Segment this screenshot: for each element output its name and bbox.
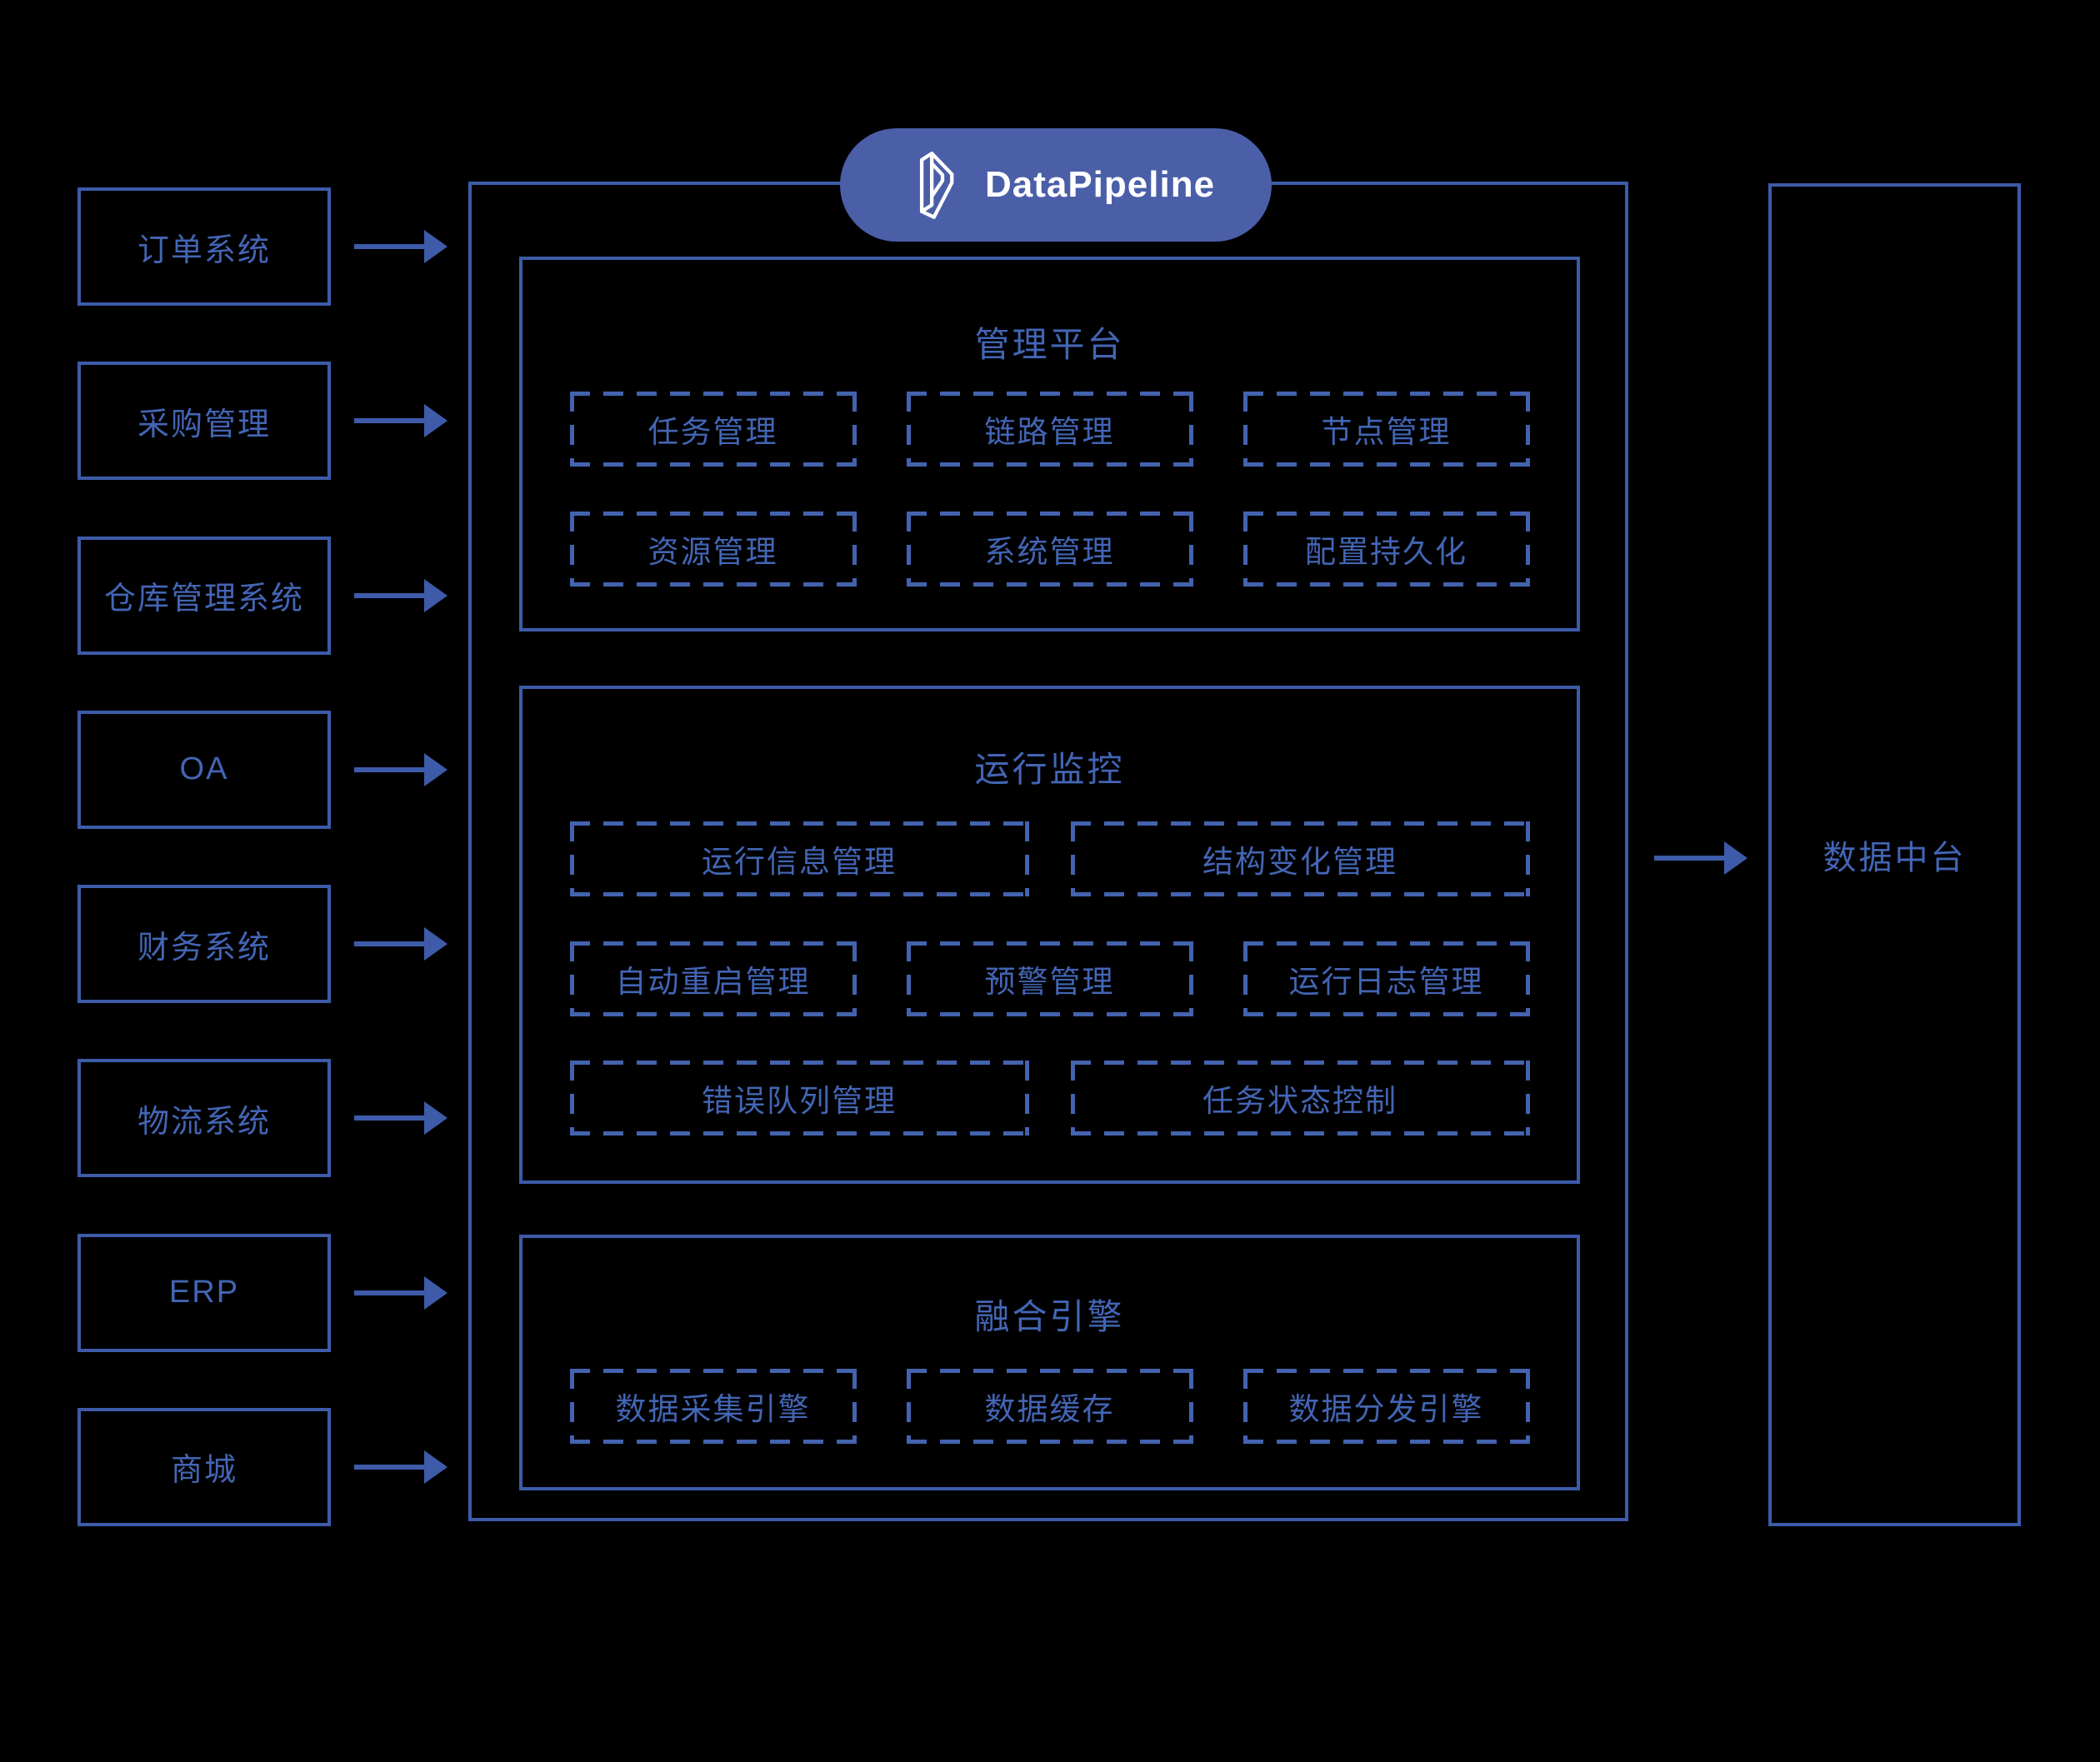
right-arrow-icon xyxy=(354,404,448,438)
source-system-label: 商城 xyxy=(170,1453,238,1489)
right-arrow-icon xyxy=(354,230,448,263)
source-system-label: 财务系统 xyxy=(137,930,271,966)
source-system-label: 物流系统 xyxy=(137,1104,271,1140)
capability-box-data-distribution-engine: 数据分发引擎 xyxy=(1242,1369,1530,1444)
brand-name: DataPipeline xyxy=(984,164,1216,205)
data-middle-platform-label: 数据中台 xyxy=(1822,840,1967,876)
right-arrow-icon xyxy=(354,1450,448,1484)
source-flow-arrows xyxy=(354,187,448,1526)
capability-box-resource-mgmt: 资源管理 xyxy=(569,512,857,587)
capability-box-node-mgmt: 节点管理 xyxy=(1242,392,1530,467)
section-title: 融合引擎 xyxy=(974,1297,1125,1336)
source-system-box-procurement: 采购管理 xyxy=(78,362,331,481)
section-management-platform: 管理平台 任务管理 链路管理 节点管理 资源管理 系统管理 配置持久化 xyxy=(519,257,1580,631)
section-operation-monitoring: 运行监控 运行信息管理 结构变化管理 自动重启管理 预警管理 运行日志管理 错误… xyxy=(519,686,1580,1184)
capability-box-alert-mgmt: 预警管理 xyxy=(906,941,1193,1016)
source-system-label: 仓库管理系统 xyxy=(103,582,304,617)
right-arrow-icon xyxy=(354,927,448,961)
section-title: 运行监控 xyxy=(974,750,1125,789)
section-fusion-engine: 融合引擎 数据采集引擎 数据缓存 数据分发引擎 xyxy=(519,1235,1580,1490)
capability-box-task-status-control: 任务状态控制 xyxy=(1070,1061,1530,1136)
section-title: 管理平台 xyxy=(974,325,1125,364)
capability-box-task-mgmt: 任务管理 xyxy=(569,392,857,467)
right-arrow-icon xyxy=(354,752,448,786)
source-system-box-warehouse: 仓库管理系统 xyxy=(78,536,331,655)
source-system-box-order: 订单系统 xyxy=(78,187,331,306)
source-systems-column: 订单系统 采购管理 仓库管理系统 OA 财务系统 物流系统 ERP 商城 xyxy=(78,187,331,1526)
source-system-label: OA xyxy=(179,751,229,787)
data-middle-platform-box: 数据中台 xyxy=(1768,183,2021,1526)
capability-box-data-cache: 数据缓存 xyxy=(906,1369,1193,1444)
capability-box-auto-restart-mgmt: 自动重启管理 xyxy=(569,941,857,1016)
right-arrow-icon xyxy=(354,578,448,612)
right-arrow-icon xyxy=(354,1275,448,1310)
source-system-box-erp: ERP xyxy=(78,1233,331,1352)
capability-box-data-collection-engine: 数据采集引擎 xyxy=(569,1369,857,1444)
source-system-box-mall: 商城 xyxy=(78,1407,331,1526)
capability-box-link-mgmt: 链路管理 xyxy=(906,392,1193,467)
right-arrow-icon xyxy=(1654,841,1748,875)
source-system-box-oa: OA xyxy=(78,710,331,829)
capability-box-error-queue-mgmt: 错误队列管理 xyxy=(569,1061,1029,1136)
source-system-label: ERP xyxy=(168,1275,240,1310)
capability-box-structure-change-mgmt: 结构变化管理 xyxy=(1070,821,1530,896)
datapipeline-prism-logo-icon xyxy=(919,152,954,219)
right-arrow-icon xyxy=(354,1101,448,1136)
datapipeline-brand-pill: DataPipeline xyxy=(840,128,1272,242)
capability-box-config-persistence: 配置持久化 xyxy=(1242,512,1530,587)
capability-box-run-log-mgmt: 运行日志管理 xyxy=(1242,941,1530,1016)
source-system-label: 订单系统 xyxy=(137,232,271,268)
source-system-box-logistics: 物流系统 xyxy=(78,1059,331,1178)
source-system-box-finance: 财务系统 xyxy=(78,885,331,1004)
source-system-label: 采购管理 xyxy=(137,407,271,442)
capability-box-runtime-info-mgmt: 运行信息管理 xyxy=(569,821,1029,896)
capability-box-system-mgmt: 系统管理 xyxy=(906,512,1193,587)
